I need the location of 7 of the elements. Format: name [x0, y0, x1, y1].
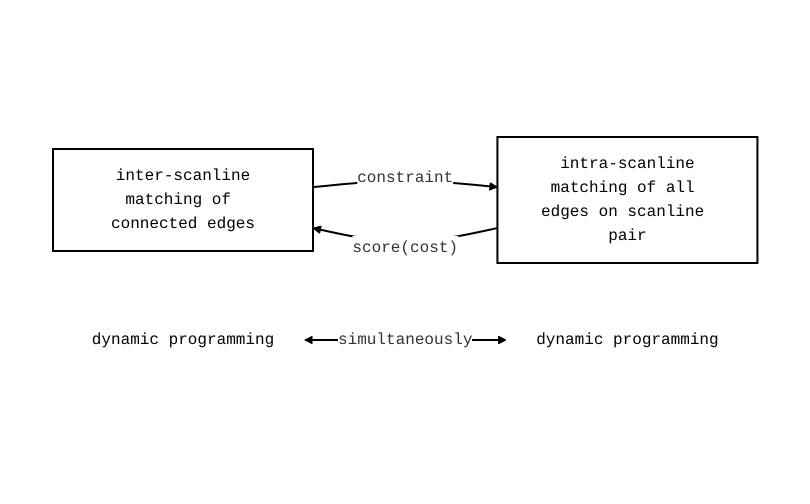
node-box: intra-scanline matching of all edges on scanline pair — [496, 136, 758, 264]
node-text: dynamic programming — [536, 331, 718, 349]
edge-label: constraint — [356, 169, 453, 187]
edge-label: simultaneously — [338, 331, 472, 349]
edge-label: score(cost) — [352, 239, 458, 257]
node-text: dynamic programming — [92, 331, 274, 349]
node-box: inter-scanline matching of connected edges — [52, 148, 314, 252]
